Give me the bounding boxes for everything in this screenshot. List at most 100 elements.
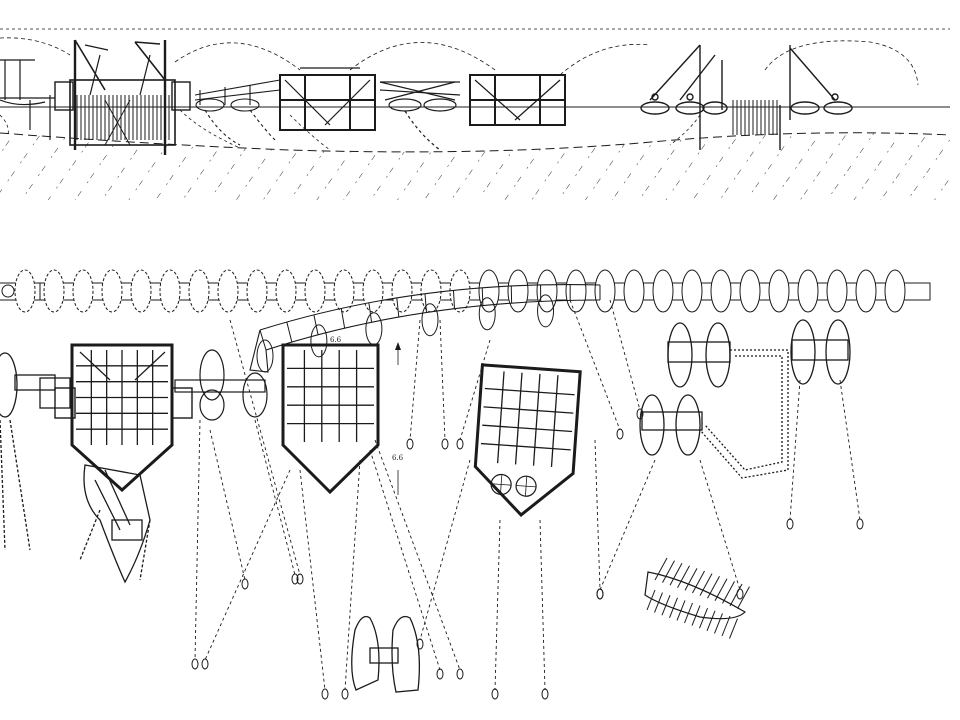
anchor-rope xyxy=(439,319,446,441)
oar xyxy=(714,613,723,634)
oar xyxy=(662,560,675,583)
pontoon xyxy=(188,269,210,313)
oar xyxy=(692,570,705,594)
curve-pontoon xyxy=(310,324,328,358)
anchor xyxy=(636,408,644,420)
anchor xyxy=(456,438,464,450)
pontoon xyxy=(420,269,442,313)
bridge-rib xyxy=(286,321,293,343)
second-caisson-plan: 6.6 6.6 xyxy=(281,336,404,495)
anchor xyxy=(296,573,304,585)
grid-line xyxy=(514,372,523,465)
anchor xyxy=(616,428,624,440)
anchor-rope xyxy=(419,459,471,641)
dimension-label-side: 6.6 xyxy=(392,454,404,462)
curve-pontoon xyxy=(478,297,496,331)
curve-pontoon xyxy=(365,312,383,346)
caisson-grid-b xyxy=(287,350,374,442)
oar xyxy=(669,562,683,586)
anchor-rope xyxy=(374,439,461,671)
riverbed-hatching xyxy=(0,132,950,200)
rope-raft-elevation xyxy=(379,81,461,151)
bridge-rib xyxy=(452,290,456,309)
pontoon xyxy=(449,269,471,313)
pontoon xyxy=(130,269,152,313)
pontoon xyxy=(275,269,297,313)
galley-boat xyxy=(644,557,750,639)
anchor-lines xyxy=(191,299,864,700)
river-bed-line xyxy=(0,132,951,153)
crane-pontoons-elevation xyxy=(640,44,853,150)
anchor-rope xyxy=(839,379,861,521)
bridge-rib xyxy=(481,287,484,306)
pontoon-chain-elevation xyxy=(194,79,281,146)
curve-pontoon xyxy=(256,339,274,373)
anchor-rope xyxy=(369,449,441,671)
anchor xyxy=(406,438,414,450)
anchor-rope xyxy=(569,299,621,431)
anchor xyxy=(491,688,499,700)
caisson-elevation-a xyxy=(279,67,376,131)
pontoon xyxy=(43,269,65,313)
grid-line xyxy=(550,375,559,467)
oar xyxy=(737,586,750,609)
pontoon xyxy=(536,269,558,313)
anchor xyxy=(441,438,449,450)
oar xyxy=(699,608,708,629)
caisson-grid-c xyxy=(480,371,575,467)
twin-boats xyxy=(351,615,420,693)
anchor xyxy=(541,688,549,700)
anchor xyxy=(416,638,424,650)
pontoon xyxy=(304,269,326,313)
oar xyxy=(684,568,698,591)
oar xyxy=(677,565,690,589)
oar xyxy=(669,597,678,618)
pontoon-row xyxy=(14,269,906,313)
anchor xyxy=(341,688,349,700)
pontoon xyxy=(681,269,703,313)
anchor-rope xyxy=(229,319,301,576)
bridge-rib xyxy=(340,308,346,329)
pontoon xyxy=(391,269,413,313)
anchor-rope xyxy=(609,299,641,411)
anchor-rope xyxy=(254,419,296,576)
anchor-rope xyxy=(194,419,201,661)
pontoon xyxy=(507,269,529,313)
curve-pontoon xyxy=(537,294,555,328)
pontoon xyxy=(623,269,645,313)
oar xyxy=(699,573,713,596)
anchor-rope xyxy=(204,469,291,661)
grid-line xyxy=(484,387,575,396)
oar xyxy=(729,618,738,639)
right-raft-assembly xyxy=(639,319,851,479)
pontoon xyxy=(72,269,94,313)
anchor-rope xyxy=(539,519,546,691)
anchor-rope xyxy=(594,439,601,591)
anchor-lines-elevation xyxy=(0,109,701,151)
anchor-rope xyxy=(344,459,361,691)
oar xyxy=(691,605,701,626)
pontoon xyxy=(855,269,877,313)
oar xyxy=(676,600,686,621)
grid-line xyxy=(532,373,541,466)
pontoon xyxy=(884,269,906,313)
pontoon xyxy=(159,269,181,313)
anchor-rope xyxy=(789,379,801,521)
caisson-elevation-b xyxy=(469,74,566,126)
oar xyxy=(654,592,663,613)
anchor xyxy=(736,588,744,600)
anchor xyxy=(596,588,604,600)
pontoon xyxy=(362,269,384,313)
oar xyxy=(714,578,728,602)
grid-line xyxy=(483,406,574,414)
galley-oars xyxy=(646,557,750,639)
pontoon xyxy=(565,269,587,313)
main-caisson-plan xyxy=(54,343,266,493)
oar xyxy=(729,583,743,607)
pontoon xyxy=(710,269,732,313)
grid-line xyxy=(480,442,571,451)
pontoon xyxy=(101,269,123,313)
anchor-rope xyxy=(299,469,326,691)
elevation-view xyxy=(0,28,951,200)
